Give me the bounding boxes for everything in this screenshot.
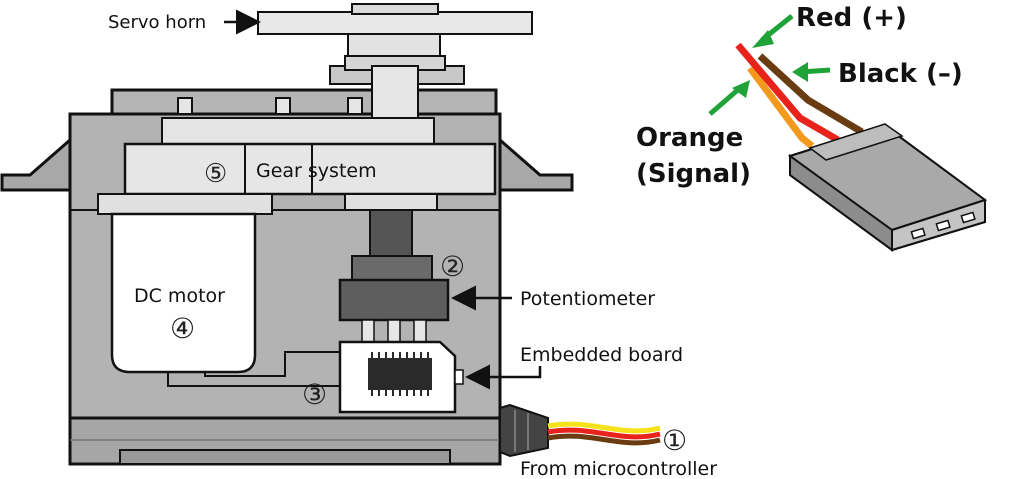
gear-system (97, 117, 497, 215)
wire-orange (747, 65, 815, 149)
from-microcontroller-label: From microcontroller (520, 458, 717, 479)
marker-one: ① (662, 424, 687, 457)
wire-orange-label: Orange (636, 123, 743, 153)
gear-system-label: Gear system (256, 160, 377, 182)
green-arrows (708, 14, 831, 116)
dc-motor (110, 212, 257, 374)
left-mounting-tab (0, 136, 72, 192)
marker-two: ② (440, 250, 465, 283)
wire-orange-sub-label: (Signal) (636, 159, 751, 189)
marker-three: ③ (302, 378, 327, 411)
right-mounting-tab (498, 136, 574, 192)
servo-cable (499, 403, 661, 458)
wire-black-label: Black (–) (838, 59, 963, 89)
potentiometer (338, 209, 450, 343)
dc-motor-label: DC motor (134, 285, 225, 307)
servo-horn-label: Servo horn (108, 12, 206, 33)
wire-black (757, 53, 864, 136)
marker-four: ④ (170, 312, 195, 345)
wire-red-label: Red (+) (796, 3, 907, 33)
potentiometer-label: Potentiometer (520, 288, 655, 310)
connector-plug (735, 42, 988, 252)
marker-five: ⑤ (204, 159, 227, 189)
wire-red (735, 42, 840, 144)
embedded-board (338, 340, 464, 414)
embedded-board-label: Embedded board (520, 344, 683, 366)
